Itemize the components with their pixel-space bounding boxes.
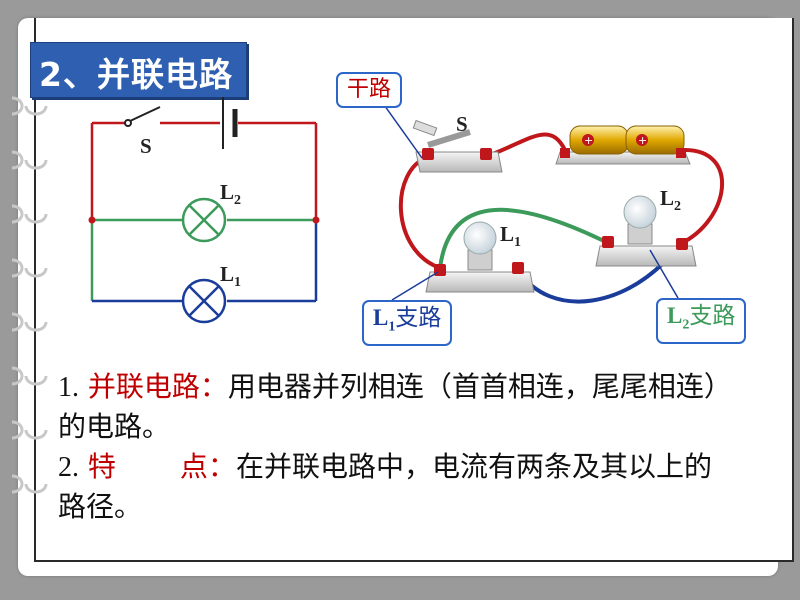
item2-number: 2. <box>58 452 79 483</box>
item2-term-a: 特 <box>87 450 116 483</box>
branch-l2-wires <box>90 218 316 301</box>
pointer-branch2 <box>649 249 679 299</box>
switch-photo-label: S <box>456 112 468 136</box>
pointer-branch1 <box>391 271 439 301</box>
svg-text:+: + <box>638 134 647 147</box>
slide-content <box>34 18 794 562</box>
callout-main-circuit: 干路 <box>336 72 403 108</box>
svg-text:+: + <box>584 134 593 147</box>
ring-icon <box>11 258 48 278</box>
ring-icon <box>11 96 48 116</box>
ring-icon <box>11 204 48 224</box>
item1-number: 1. <box>58 372 79 403</box>
pointer-main <box>381 101 423 159</box>
ring-icon <box>11 150 48 170</box>
switch-symbol <box>124 106 161 127</box>
branch-l2-wire-photo <box>438 207 607 269</box>
lamp-l2-symbol <box>181 197 227 243</box>
main-wires-photo <box>399 132 724 270</box>
lamp-l2-photo <box>595 195 697 267</box>
callout-branch-l2: L2支路 <box>656 298 747 344</box>
lamp-l1-label: L1 <box>220 262 242 291</box>
battery-photo: + + <box>555 125 691 165</box>
slide-card <box>18 18 794 576</box>
circuit-photo: + + <box>381 101 724 304</box>
lamp-l1-photo <box>425 221 535 293</box>
ring-icon <box>11 312 48 332</box>
switch-photo <box>412 119 503 173</box>
lamp-l1-symbol <box>181 278 227 324</box>
item1-body: 用电器并列相连（首首相连，尾尾相连） <box>227 370 732 403</box>
notebook-rings <box>11 96 48 494</box>
lamp-l2-label: L2 <box>220 180 242 209</box>
bulb-l2-label: L2 <box>660 186 682 215</box>
schematic-diagram <box>88 97 320 324</box>
branch-l1-wires <box>92 220 318 303</box>
ring-icon <box>11 366 48 386</box>
callout-branch-l1: L1支路 <box>362 300 453 346</box>
main-circuit-wires <box>90 121 318 220</box>
item2-term-b: 点： <box>179 450 236 483</box>
bulb-l1-label: L1 <box>500 222 522 251</box>
item2-body: 在并联电路中，电流有两条及其以上的 <box>235 450 712 483</box>
junction-dot <box>312 216 320 224</box>
item1-term: 并联电路： <box>87 370 228 403</box>
definition-2: 2. 特 点：在并联电路中，电流有两条及其以上的 <box>58 448 712 487</box>
ring-icon <box>11 474 48 494</box>
definition-1-continued: 的电路。 <box>58 410 171 443</box>
definition-1: 1. 并联电路：用电器并列相连（首首相连，尾尾相连） <box>58 368 732 407</box>
battery-symbol <box>222 97 238 149</box>
title-box: 2、并联电路 <box>30 42 247 98</box>
slide-title: 2、并联电路 <box>39 55 233 94</box>
ring-icon <box>11 420 48 440</box>
junction-dot <box>88 216 96 224</box>
definition-2-continued: 路径。 <box>58 490 143 523</box>
switch-label: S <box>140 134 152 158</box>
